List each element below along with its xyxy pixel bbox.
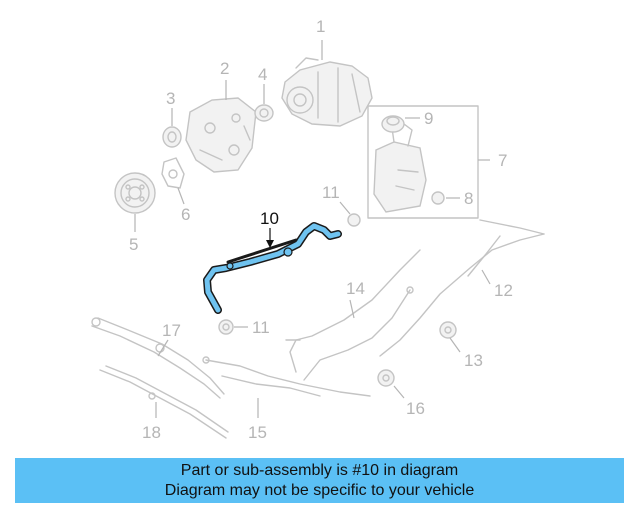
callout-1[interactable]: 1 <box>316 17 325 36</box>
callout-3[interactable]: 3 <box>166 89 175 108</box>
callout-2[interactable]: 2 <box>220 59 229 78</box>
part-12-return-line[interactable] <box>379 219 545 357</box>
part-2-bracket[interactable] <box>185 97 257 173</box>
parts-diagram: 1 2 3 4 5 6 <box>91 17 545 442</box>
callout-14[interactable]: 14 <box>346 279 365 298</box>
part-11-clamp-upper[interactable] <box>347 213 361 227</box>
part-18-tie-rod[interactable] <box>99 365 229 439</box>
banner-line-1: Part or sub-assembly is #10 in diagram <box>180 461 459 479</box>
callout-8[interactable]: 8 <box>464 189 473 208</box>
callout-11-upper[interactable]: 11 <box>322 183 340 202</box>
callout-6[interactable]: 6 <box>181 205 190 224</box>
part-16-valve[interactable] <box>377 369 395 387</box>
callout-7[interactable]: 7 <box>498 151 507 170</box>
info-banner: Part or sub-assembly is #10 in diagram D… <box>15 458 624 503</box>
callout-12[interactable]: 12 <box>494 281 513 300</box>
part-11-clamp-lower[interactable] <box>218 319 234 335</box>
part-14-pressure-line[interactable] <box>285 249 421 381</box>
leader-6 <box>177 187 185 205</box>
callout-9[interactable]: 9 <box>424 109 433 128</box>
callout-16[interactable]: 16 <box>406 399 425 418</box>
callout-5[interactable]: 5 <box>129 235 138 254</box>
part-9-cap[interactable] <box>381 115 405 133</box>
part-3-bushing[interactable] <box>162 126 182 148</box>
leader-13 <box>449 337 461 353</box>
part-6-gasket[interactable] <box>161 157 185 189</box>
callout-15[interactable]: 15 <box>248 423 267 442</box>
part-10-hose-highlighted[interactable] <box>203 222 342 314</box>
part-1-pump[interactable] <box>281 57 373 127</box>
part-8-clamp[interactable] <box>431 191 445 205</box>
leader-17 <box>157 339 169 357</box>
leader-14 <box>349 299 355 319</box>
part-5-pulley[interactable] <box>114 172 156 214</box>
banner-line-2: Diagram may not be specific to your vehi… <box>164 481 475 499</box>
callout-17[interactable]: 17 <box>162 321 181 340</box>
leader-12 <box>481 269 491 285</box>
part-15-line[interactable] <box>202 356 371 397</box>
callout-13[interactable]: 13 <box>464 351 483 370</box>
callout-11-lower[interactable]: 11 <box>252 318 270 337</box>
leader-16 <box>393 385 405 399</box>
part-4-bushing[interactable] <box>254 104 274 122</box>
part-13-clamp[interactable] <box>439 321 457 339</box>
part-7-reservoir[interactable] <box>367 105 479 219</box>
callout-10[interactable]: 10 <box>260 209 279 228</box>
callout-4[interactable]: 4 <box>258 65 267 84</box>
leader-10-arrow <box>266 240 274 248</box>
callout-18[interactable]: 18 <box>142 423 161 442</box>
leader-11-upper <box>339 201 351 215</box>
